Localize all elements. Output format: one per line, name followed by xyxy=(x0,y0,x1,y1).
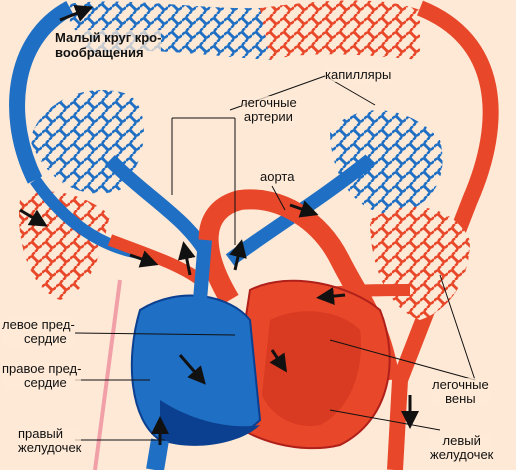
label-right-atrium-line-2: сердие xyxy=(24,375,67,390)
label-left-atrium: левое пред- сердие xyxy=(2,318,75,346)
title-line-2: вообращения xyxy=(55,45,144,60)
outer-loop-red xyxy=(387,0,499,470)
heart-inner-left-ventricle xyxy=(262,311,361,426)
label-pulmonary-veins-line-2: вены xyxy=(445,391,476,406)
right-ventricle-dark xyxy=(160,400,260,446)
label-pulmonary-arteries: легочные артерии xyxy=(240,96,297,124)
label-right-ventricle: правый желудочек xyxy=(18,426,82,455)
flow-arrows xyxy=(19,4,419,445)
right-lung-capillaries-blue xyxy=(330,110,443,215)
title-line-1: Малый круг кро- xyxy=(55,30,162,45)
label-right-atrium-line-1: правое пред- xyxy=(2,361,82,376)
top-capillary-band-red xyxy=(260,0,420,60)
label-left-ventricle: левый желудочек xyxy=(430,433,494,462)
label-left-atrium-line-2: сердие xyxy=(24,331,67,346)
label-pulmonary-arteries-line-2: артерии xyxy=(243,109,293,124)
label-right-ventricle-line-1: правый xyxy=(18,426,64,441)
lymph-vessel xyxy=(93,279,122,470)
right-lung-capillaries-red xyxy=(370,206,470,320)
outer-loop-blue xyxy=(9,0,75,184)
label-left-atrium-line-1: левое пред- xyxy=(2,317,75,332)
label-pulmonary-arteries-line-1: легочные xyxy=(240,95,297,110)
label-right-atrium: правое пред- сердие xyxy=(2,361,82,390)
label-capillaries: капилляры xyxy=(325,67,392,82)
label-pulmonary-veins: легочные вены xyxy=(432,378,489,406)
label-pulmonary-veins-line-1: легочные xyxy=(432,377,489,392)
label-left-ventricle-line-1: левый xyxy=(442,433,481,448)
label-aorta: аорта xyxy=(260,169,295,184)
label-right-ventricle-line-2: желудочек xyxy=(18,440,82,455)
label-left-ventricle-line-2: желудочек xyxy=(430,447,494,462)
left-pulmonary-vein xyxy=(107,234,204,285)
diagram-title: Малый круг кро- вообращения xyxy=(55,30,162,60)
superior-vena-cava xyxy=(193,239,212,301)
